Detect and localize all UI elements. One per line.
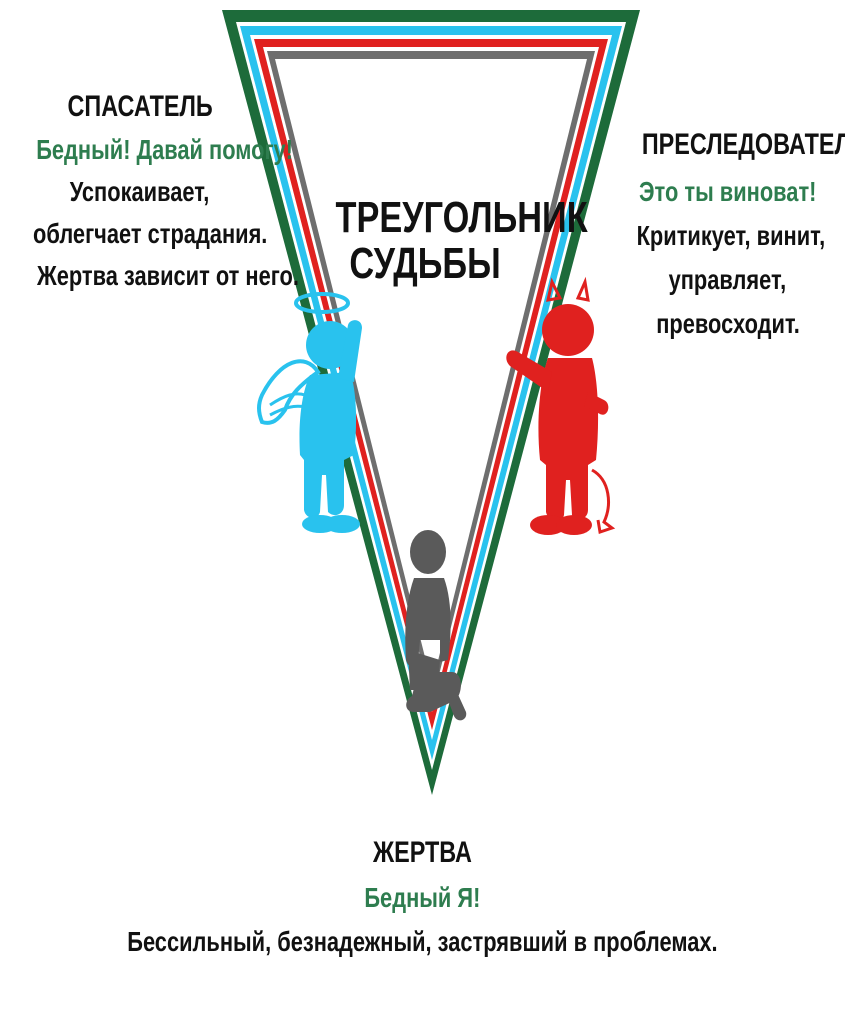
- rescuer-block: СПАСАТЕЛЬ Бедный! Давай помогу! Успокаив…: [0, 92, 280, 290]
- rescuer-phrase: Бедный! Давай помогу!: [36, 136, 293, 164]
- persecutor-desc-line: Критикует, винит,: [637, 222, 826, 250]
- victim-heading: ЖЕРТВА: [373, 838, 472, 868]
- center-title-line2: СУДЬБЫ: [349, 241, 500, 287]
- rescuer-desc-line: облегчает страдания.: [33, 220, 267, 248]
- tail-icon: [592, 470, 612, 532]
- persecutor-block: ПРЕСЛЕДОВАТЕЛЬ Это ты виноват! Критикует…: [610, 130, 845, 338]
- persecutor-desc-line: управляет,: [669, 266, 787, 294]
- center-title: ТРЕУГОЛЬНИК СУДЬБЫ: [300, 195, 550, 287]
- persecutor-desc-line: превосходит.: [656, 310, 800, 338]
- persecutor-heading: ПРЕСЛЕДОВАТЕЛЬ: [642, 130, 845, 160]
- rescuer-desc-line: Успокаивает,: [70, 178, 210, 206]
- rescuer-heading: СПАСАТЕЛЬ: [67, 92, 212, 122]
- victim-block: ЖЕРТВА Бедный Я! Бессильный, безнадежный…: [0, 838, 845, 956]
- victim-phrase: Бедный Я!: [364, 884, 480, 912]
- center-title-line1: ТРЕУГОЛЬНИК: [336, 195, 588, 241]
- victim-desc-line: Бессильный, безнадежный, застрявший в пр…: [127, 928, 717, 956]
- persecutor-phrase: Это ты виноват!: [639, 178, 816, 206]
- rescuer-desc-line: Жертва зависит от него.: [37, 262, 299, 290]
